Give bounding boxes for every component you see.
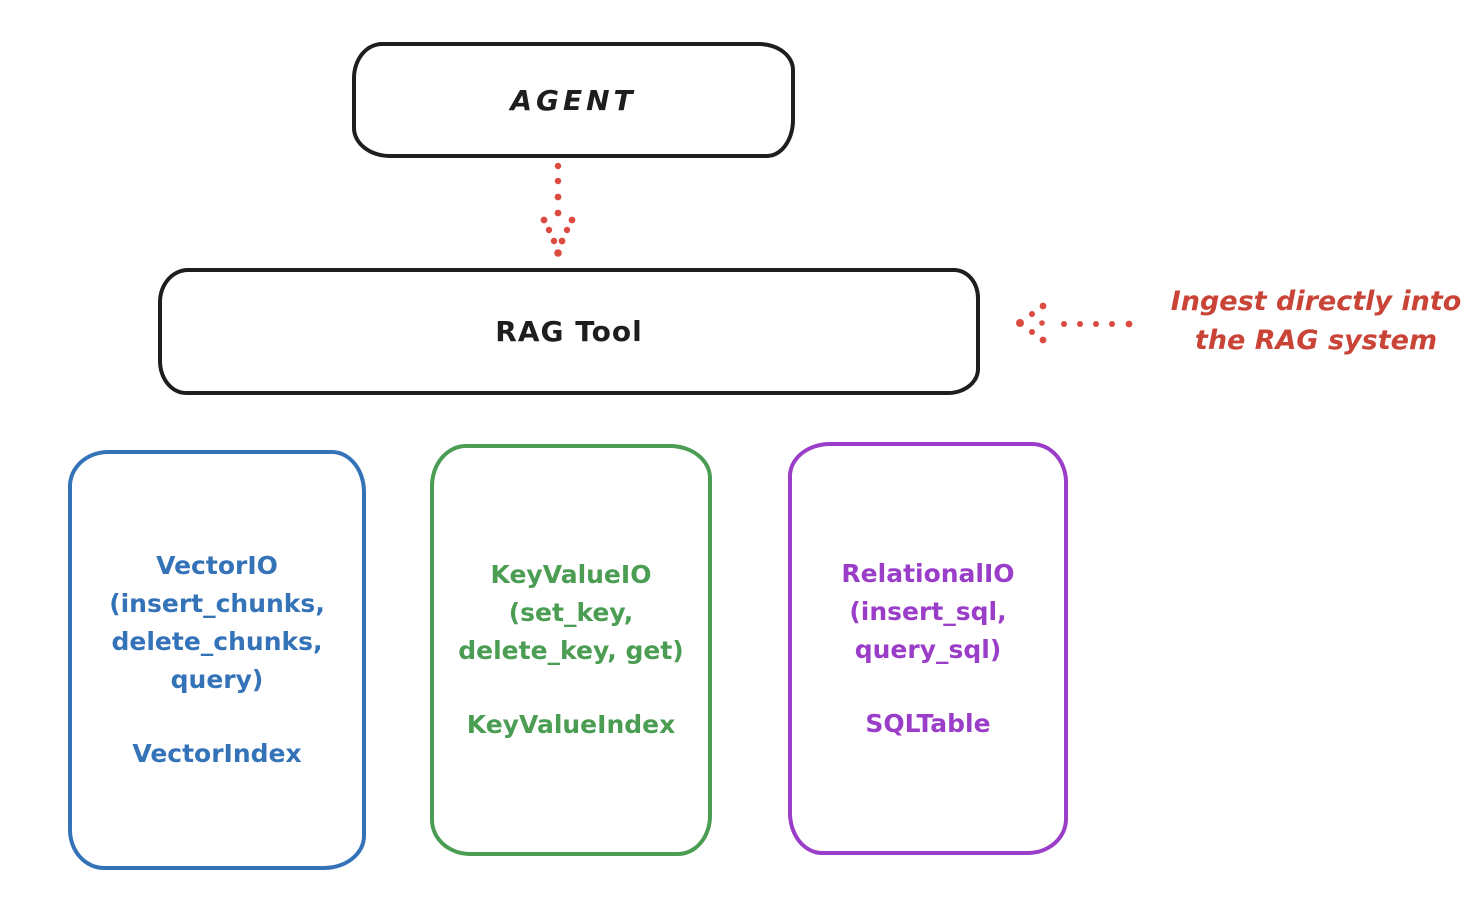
ingest-annotation-line2: the RAG system xyxy=(1194,325,1438,356)
vector-io-methods: VectorIO(insert_chunks,delete_chunks,que… xyxy=(109,551,325,694)
ingest-annotation-line1: Ingest directly into xyxy=(1170,286,1462,317)
agent-node-label: AGENT xyxy=(510,83,637,117)
keyvalue-index-label: KeyValueIndex xyxy=(466,710,676,739)
ingest-annotation: Ingest directly into the RAG system xyxy=(1148,282,1484,360)
keyvalue-io-node: KeyValueIO(set_key,delete_key, get) KeyV… xyxy=(430,444,712,856)
rag-tool-node-label: RAG Tool xyxy=(495,315,643,348)
vector-io-node: VectorIO(insert_chunks,delete_chunks,que… xyxy=(68,450,366,870)
relational-io-methods: RelationalIO(insert_sql,query_sql) xyxy=(841,558,1015,664)
dotted-arrow-down-icon xyxy=(540,162,576,257)
keyvalue-io-methods: KeyValueIO(set_key,delete_key, get) xyxy=(458,560,684,665)
sql-table-label: SQLTable xyxy=(865,708,991,738)
dotted-arrow-left-icon xyxy=(1016,302,1133,344)
rag-tool-node: RAG Tool xyxy=(158,268,980,395)
relational-io-node: RelationalIO(insert_sql,query_sql) SQLTa… xyxy=(788,442,1068,855)
vector-index-label: VectorIndex xyxy=(132,739,302,768)
agent-node: AGENT xyxy=(352,42,795,158)
